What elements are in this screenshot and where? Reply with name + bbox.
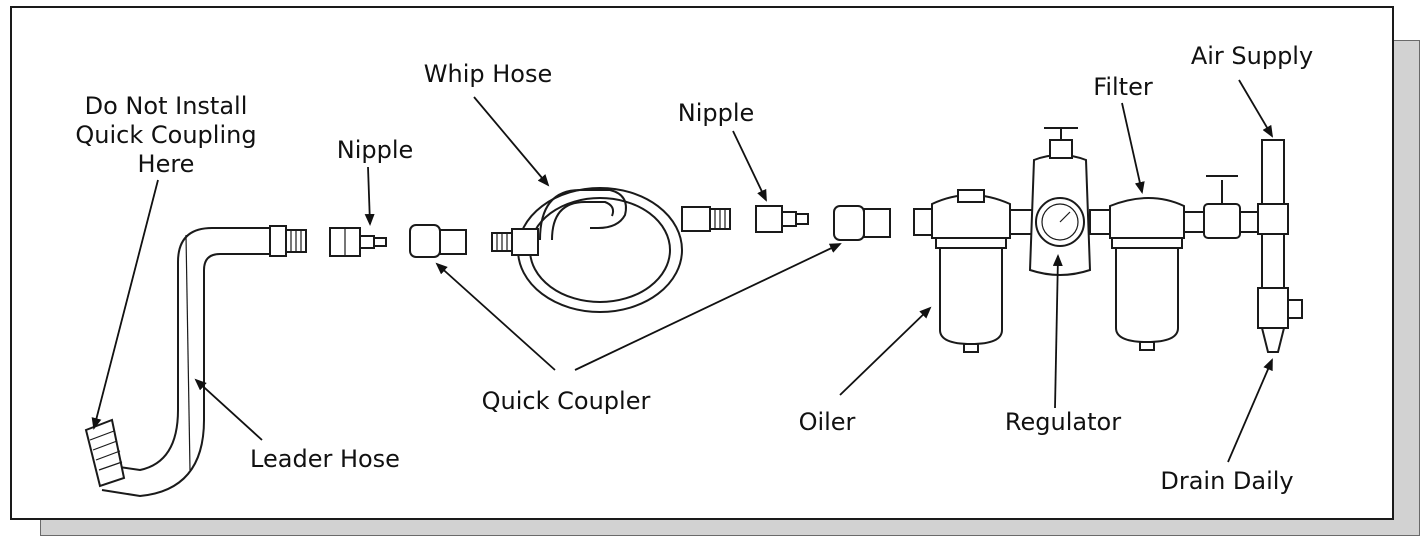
arrow-nipple-right [732, 130, 767, 202]
quick-coupler-right-part [833, 205, 891, 241]
nipple-right-part [755, 205, 809, 233]
annotation-arrows [91, 79, 1274, 463]
arrow-do-not-install [91, 179, 159, 430]
label-air-supply: Air Supply [1191, 42, 1313, 70]
label-whip-hose: Whip Hose [424, 60, 552, 88]
label-regulator: Regulator [1005, 408, 1121, 436]
arrow-air-supply [1238, 79, 1274, 138]
leader-hose-fitting-right [269, 225, 307, 257]
leader-hose-fitting-left [84, 418, 126, 488]
label-quick-coupler: Quick Coupler [482, 387, 651, 415]
regulator-part [1009, 127, 1111, 276]
leader-hose [101, 227, 270, 498]
label-nipple-right: Nipple [678, 99, 755, 127]
labels: Do Not Install Quick Coupling Here Nippl… [75, 42, 1313, 495]
arrow-drain-daily [1227, 358, 1273, 463]
oiler-part [913, 189, 1011, 353]
quick-coupler-left-part [409, 224, 467, 258]
arrow-filter [1121, 102, 1145, 194]
arrow-oiler [839, 306, 932, 396]
nipple-left-part [329, 227, 387, 257]
label-nipple-left: Nipple [337, 136, 414, 164]
label-leader-hose: Leader Hose [250, 445, 400, 473]
label-do-not-install-3: Here [138, 150, 195, 178]
label-filter: Filter [1093, 73, 1153, 101]
arrow-nipple-left [364, 166, 375, 226]
arrow-regulator [1052, 254, 1063, 409]
shutoff-valve-part [1183, 175, 1259, 239]
label-drain-daily: Drain Daily [1160, 467, 1293, 495]
label-oiler: Oiler [799, 408, 856, 436]
arrow-leader-hose [194, 378, 263, 441]
label-do-not-install-1: Do Not Install [85, 92, 248, 120]
label-do-not-install-2: Quick Coupling [75, 121, 256, 149]
arrow-whip-hose [473, 96, 550, 187]
arrow-quick-coupler-right [574, 243, 842, 371]
whip-hose-part [491, 187, 731, 313]
filter-part [1109, 197, 1185, 351]
arrow-quick-coupler-left [435, 262, 556, 371]
air-supply-pipe-part [1257, 139, 1303, 353]
